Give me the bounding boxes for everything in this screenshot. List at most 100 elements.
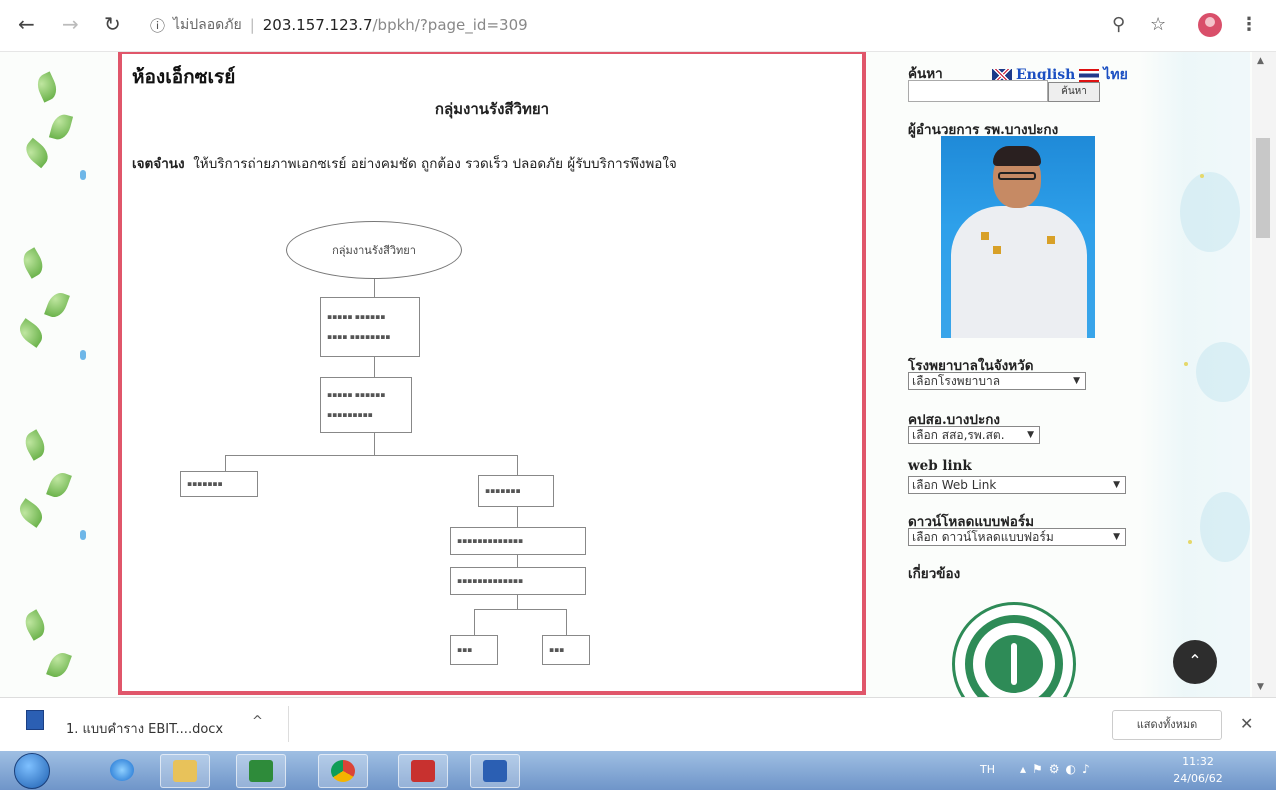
org-connector [517,555,518,567]
word-document-icon[interactable] [26,710,44,730]
dropdown-arrow-icon: ▼ [1027,430,1034,440]
taskbar-chrome[interactable] [318,754,368,788]
leaf-decoration [21,137,53,169]
scroll-down-arrow-icon[interactable]: ▼ [1257,682,1264,692]
water-blob [1180,172,1240,252]
leaf-decoration [33,71,61,103]
box-text-line: ▪▪▪▪▪▪▪▪▪▪▪▪▪ [457,536,524,545]
org-connector [474,609,566,610]
taskbar-ie[interactable] [98,754,148,788]
main-content: ห้องเอ็กซเรย์ กลุ่มงานรังสีวิทยา เจตจำนง… [118,52,866,695]
back-to-top-button[interactable]: ⌃ [1173,640,1217,684]
reload-icon[interactable]: ↻ [104,12,121,36]
org-connector [517,595,518,609]
org-connector [374,357,375,377]
org-chart-box: ▪▪▪ [542,635,590,665]
show-all-downloads-button[interactable]: แสดงทั้งหมด [1112,710,1222,740]
leaf-decoration [18,247,48,279]
menu-kebab-icon[interactable]: ⋮ [1240,14,1258,35]
zoom-icon[interactable]: ⚲ [1112,14,1126,35]
left-decoration [0,52,110,697]
sparkle-dot [1184,362,1188,366]
org-connector [517,455,518,475]
close-icon[interactable]: ✕ [1240,714,1254,733]
search-input[interactable] [908,80,1048,102]
address-bar[interactable]: ⓘ ไม่ปลอดภัย | 203.157.123.7 /bpkh/?page… [150,12,1090,38]
ministry-of-public-health-seal[interactable] [952,602,1076,697]
department-subtitle: กลุ่มงานรังสีวิทยา [434,100,550,118]
weblink-label: web link [908,458,972,474]
box-text-line: ▪▪▪▪▪▪▪▪▪ [327,410,373,419]
url-host: 203.157.123.7 [262,16,373,34]
flower-decoration [80,350,86,360]
browser-toolbar: ← → ↻ ⓘ ไม่ปลอดภัย | 203.157.123.7 /bpkh… [0,0,1276,52]
box-text-line: ▪▪▪▪▪ ▪▪▪▪▪▪ [327,312,386,321]
system-clock[interactable]: 11:32 24/06/62 [1168,753,1228,787]
dropdown-arrow-icon: ▼ [1113,480,1120,490]
director-photo [941,136,1095,338]
lang-thai-link[interactable]: ไทย [1103,67,1128,83]
scroll-up-arrow-icon[interactable]: ▲ [1257,56,1264,66]
lang-english-link[interactable]: English [1016,67,1076,83]
chevron-up-icon: ⌃ [1188,651,1202,670]
hospitals-label: โรงพยาบาลในจังหวัด [908,358,1034,374]
box-text-line: ▪▪▪▪▪▪▪▪▪▪▪▪▪ [457,576,524,585]
dropdown-arrow-icon: ▼ [1073,376,1080,386]
taskbar-explorer[interactable] [160,754,210,788]
org-chart-root: กลุ่มงานรังสีวิทยา [286,221,462,279]
windows-taskbar: TH ▴⚑⚙◐♪ 11:32 24/06/62 [0,751,1276,790]
hair-shape [993,146,1041,166]
taskbar-excel[interactable] [236,754,286,788]
hospital-select[interactable]: เลือกโรงพยาบาล ▼ [908,372,1086,390]
uniform-shape [951,206,1087,338]
leaf-decoration [46,469,72,501]
thai-flag-icon[interactable] [1079,68,1100,82]
download-bar: 1. แบบคำราง EBIT....docx ^ แสดงทั้งหมด ✕ [0,697,1276,751]
chevron-up-icon[interactable]: ^ [252,714,263,729]
clock-date: 24/06/62 [1173,772,1223,785]
search-button[interactable]: ค้นหา [1048,82,1100,102]
leaf-decoration [44,289,70,321]
org-connector [374,433,375,455]
taskbar-word[interactable] [470,754,520,788]
profile-avatar[interactable] [1198,13,1222,37]
org-connector [225,455,517,456]
info-icon[interactable]: ⓘ [150,16,166,35]
caduceus-icon [985,635,1043,693]
box-text-line: ▪▪▪▪▪ ▪▪▪▪▪▪ [327,390,386,399]
scrollbar-thumb[interactable] [1256,138,1270,238]
org-chart-box: ▪▪▪▪▪▪▪ [478,475,554,507]
download-form-label: ดาวน์โหลดแบบฟอร์ม [908,514,1035,530]
input-language[interactable]: TH [980,763,995,776]
forward-arrow-icon[interactable]: → [62,12,79,36]
chrome-icon [331,760,355,782]
taskbar-acrobat[interactable] [398,754,448,788]
web-page: ห้องเอ็กซเรย์ กลุ่มงานรังสีวิทยา เจตจำนง… [0,52,1276,697]
internet-explorer-icon [110,759,134,781]
related-label: เกี่ยวข้อง [908,566,961,582]
leaf-decoration [46,649,72,681]
weblink-select[interactable]: เลือก Web Link ▼ [908,476,1126,494]
medal-shape [993,246,1001,254]
download-form-select-value: เลือก ดาวน์โหลดแบบฟอร์ม [912,530,1054,544]
download-form-select[interactable]: เลือก ดาวน์โหลดแบบฟอร์ม ▼ [908,528,1126,546]
windows-start-button[interactable] [14,753,50,789]
back-arrow-icon[interactable]: ← [18,12,35,36]
org-connector [474,609,475,635]
system-tray-icons[interactable]: ▴⚑⚙◐♪ [1020,762,1096,776]
bookmark-star-icon[interactable]: ☆ [1150,14,1167,35]
leaf-decoration [15,498,47,528]
clock-time: 11:32 [1182,755,1214,768]
download-file-name[interactable]: 1. แบบคำราง EBIT....docx [66,722,224,737]
purpose-label: เจตจำนง [132,156,185,172]
cup-select[interactable]: เลือก สสอ,รพ.สต. ▼ [908,426,1040,444]
url-path: /bpkh/?page_id=309 [372,16,528,34]
sparkle-dot [1188,540,1192,544]
uk-flag-icon[interactable] [992,68,1012,82]
purpose-text: ให้บริการถ่ายภาพเอกซเรย์ อย่างคมชัด ถูกต… [193,156,677,172]
acrobat-icon [411,760,435,782]
org-chart-box: ▪▪▪ [450,635,498,665]
org-connector [225,455,226,471]
excel-icon [249,760,273,782]
